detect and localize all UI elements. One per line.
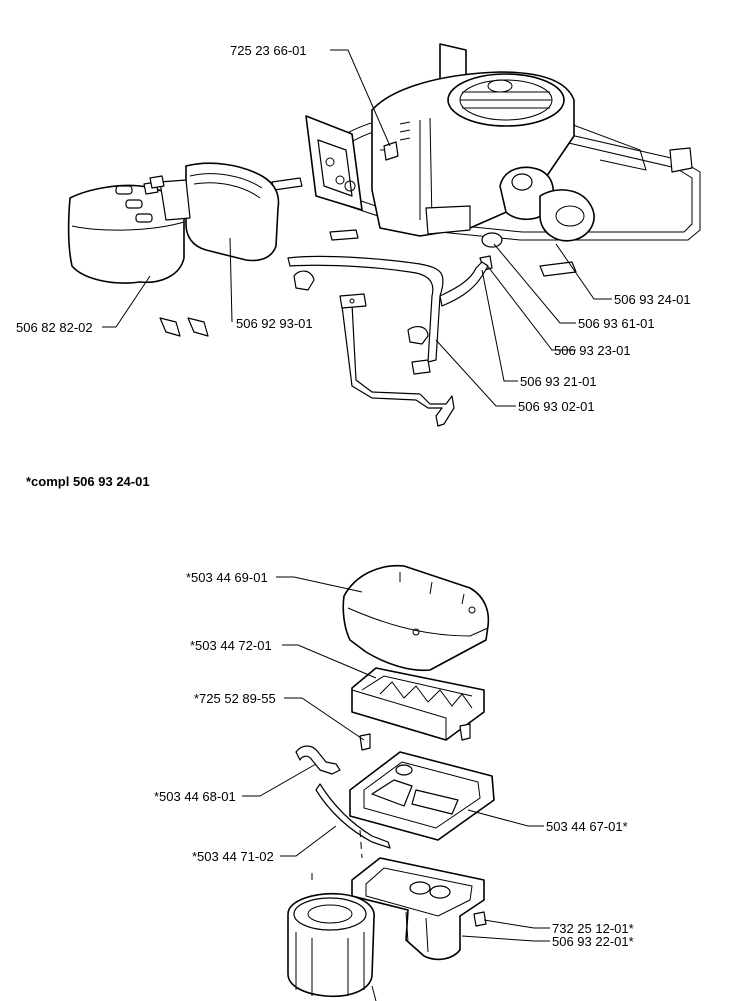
label-506-92-93-01: 506 92 93-01 <box>236 316 313 331</box>
label-506-93-24-01: 506 93 24-01 <box>614 292 691 307</box>
engine-assembly <box>67 43 701 427</box>
label-732-25-12-01: 732 25 12-01* <box>552 921 634 936</box>
label-725-52-89-55: *725 52 89-55 <box>194 691 276 706</box>
leader-lines-top <box>102 49 612 407</box>
leader-lines-bottom <box>242 576 550 1001</box>
label-506-93-61-01: 506 93 61-01 <box>578 316 655 331</box>
label-503-44-67-01: 503 44 67-01* <box>546 819 628 834</box>
label-503-44-69-01: *503 44 69-01 <box>186 570 268 585</box>
label-506-93-02-01: 506 93 02-01 <box>518 399 595 414</box>
kit-note: *compl 506 93 24-01 <box>26 474 150 489</box>
label-725-23-66-01: 725 23 66-01 <box>230 43 307 58</box>
label-506-93-22-01: 506 93 22-01* <box>552 934 634 949</box>
label-506-82-82-02: 506 82 82-02 <box>16 320 93 335</box>
label-506-93-23-01: 506 93 23-01 <box>554 343 631 358</box>
air-cleaner-assembly <box>287 564 495 998</box>
label-506-93-21-01: 506 93 21-01 <box>520 374 597 389</box>
label-503-44-71-02: *503 44 71-02 <box>192 849 274 864</box>
label-503-44-72-01: *503 44 72-01 <box>190 638 272 653</box>
label-503-44-68-01: *503 44 68-01 <box>154 789 236 804</box>
